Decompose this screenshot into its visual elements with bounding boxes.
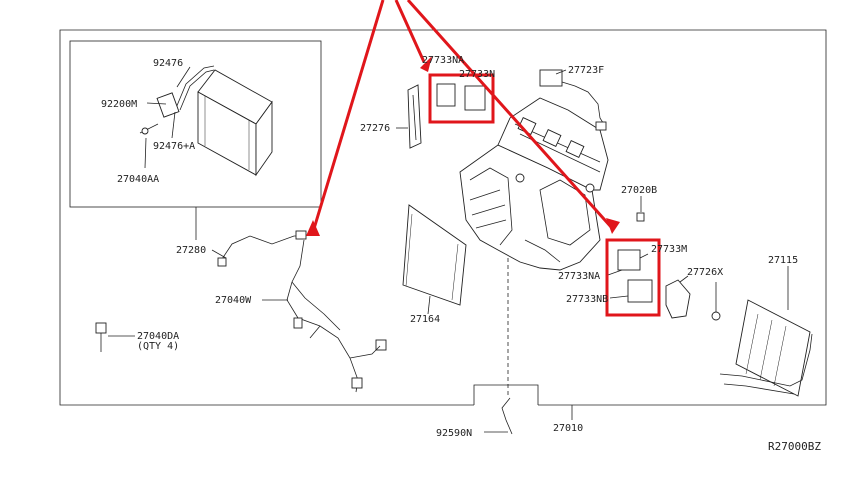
actuators-lower: [617, 249, 653, 303]
label-27726x: 27726X: [687, 267, 723, 278]
diagram-code: R27000BZ: [768, 440, 821, 453]
motor-27726x: [665, 279, 691, 319]
drain-hose-92590n: [501, 397, 513, 435]
highlight-box-bottom: [605, 238, 661, 317]
heater-unit-housing: [459, 97, 609, 271]
label-27040aa: 27040AA: [117, 174, 159, 185]
label-92200m: 92200M: [101, 99, 137, 110]
inset-frame: [69, 40, 322, 208]
label-27280: 27280: [176, 245, 206, 256]
label-27733nb: 27733NB: [566, 294, 608, 305]
label-27276: 27276: [360, 123, 390, 134]
label-27010: 27010: [553, 423, 583, 434]
expansion-valve-screw: [139, 123, 159, 135]
air-filter-27164: [402, 204, 467, 306]
label-27733na-top: 27733NA: [422, 55, 464, 66]
highlight-annotations: [306, 0, 661, 317]
label-27733m: 27733M: [651, 244, 687, 255]
bottom-callout-bracket: [473, 384, 539, 405]
label-27020b: 27020B: [621, 185, 657, 196]
side-duct-27276: [407, 84, 422, 149]
label-27733n-top: 27733N: [459, 69, 495, 80]
clip-27020b: [636, 212, 645, 222]
heater-core-27115: [719, 299, 813, 397]
label-92476a: 92476+A: [153, 141, 195, 152]
label-27040w: 27040W: [215, 295, 252, 306]
actuators-top: [436, 83, 486, 111]
label-27115: 27115: [768, 255, 798, 266]
bolt-27040da: [95, 322, 107, 352]
label-27040da: 27040DA: [137, 331, 179, 342]
label-27723f: 27723F: [568, 65, 604, 76]
label-27733na: 27733NA: [558, 271, 600, 282]
wiring-harness-27280: [217, 230, 387, 393]
label-27040da-qty: (QTY 4): [137, 341, 179, 352]
label-27164: 27164: [410, 314, 440, 325]
label-92476: 92476: [153, 58, 183, 69]
evaporator-core: [197, 69, 273, 177]
evaporator-pipes: [156, 65, 215, 118]
label-92590n: 92590N: [436, 428, 472, 439]
outer-frame: [59, 29, 827, 406]
sensor-clip: [711, 282, 721, 321]
highlight-box-top: [428, 73, 495, 124]
